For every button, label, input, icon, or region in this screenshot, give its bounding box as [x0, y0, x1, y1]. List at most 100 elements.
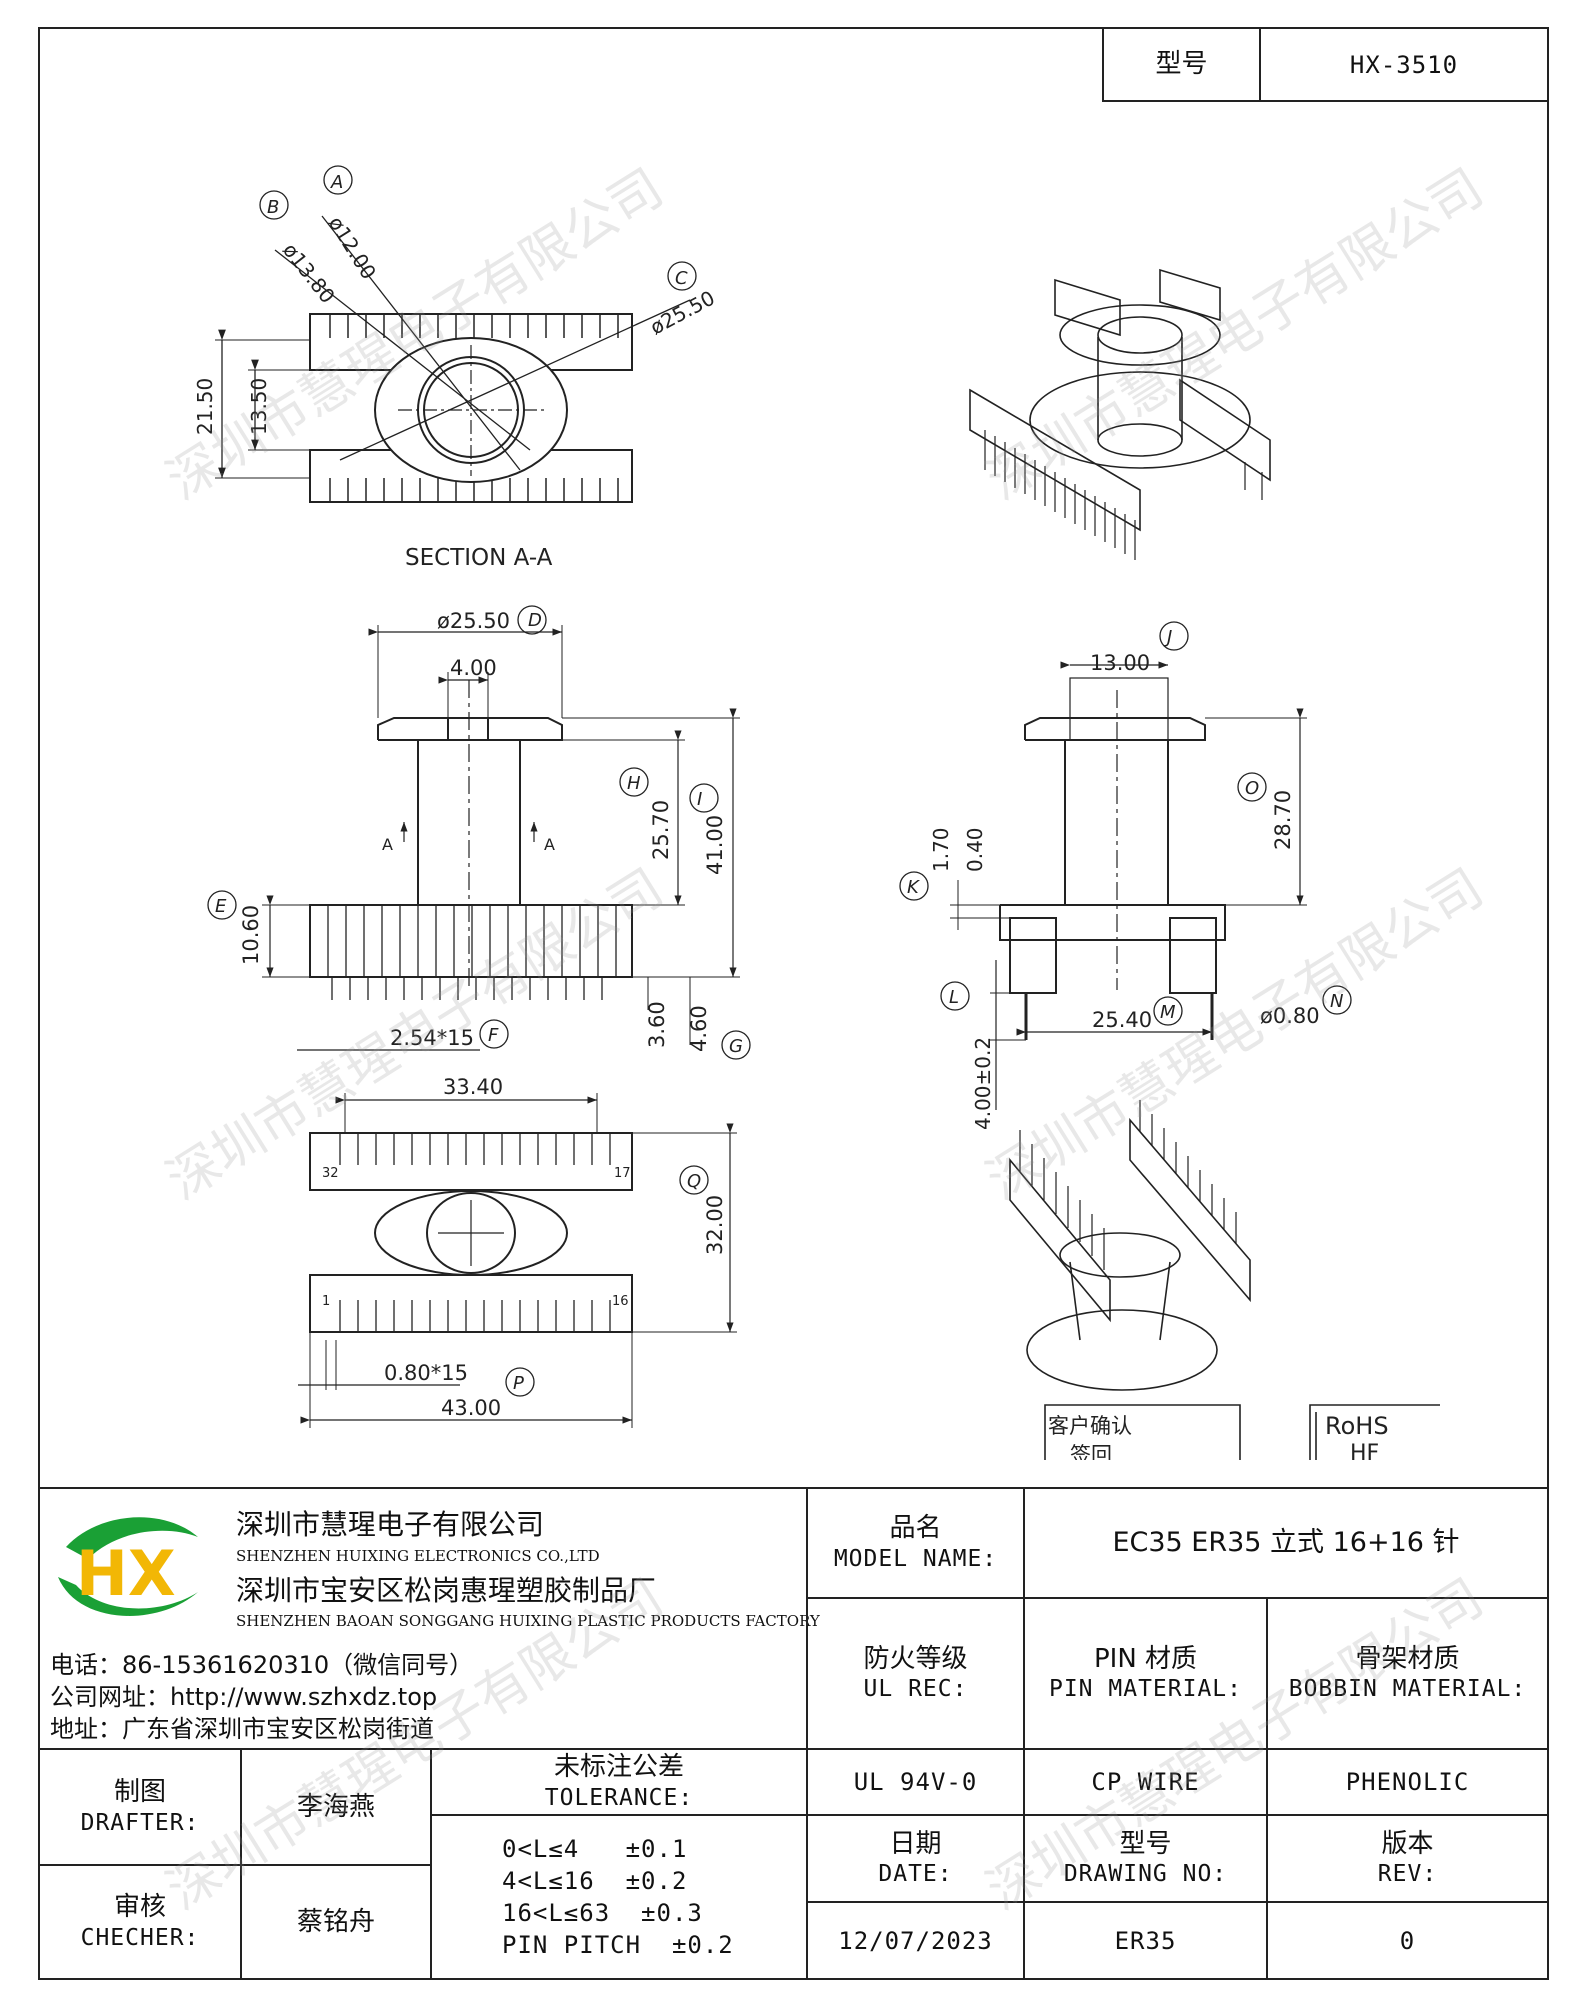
rev-en: REV:: [1377, 1861, 1438, 1888]
model-name-label-cell: 品名 MODEL NAME:: [806, 1487, 1025, 1599]
tolerance-label-cell: 未标注公差 TOLERANCE:: [430, 1748, 808, 1816]
pin-material-label-cell: PIN 材质 PIN MATERIAL:: [1023, 1597, 1268, 1750]
dim-pitch: 2.54*15: [390, 1026, 474, 1050]
drafter-name: 李海燕: [296, 1791, 375, 1822]
dim-w3340: 33.40: [443, 1075, 503, 1099]
rohs-label: RoHS: [1325, 1412, 1389, 1440]
company-website: 公司网址：http://www.szhxdz.top: [50, 1683, 438, 1711]
dim-h2870: 28.70: [1271, 790, 1295, 850]
pin-label-17: 17: [614, 1166, 631, 1181]
customer-confirm: 客户确认: [1048, 1414, 1132, 1438]
date-value-cell: 12/07/2023: [806, 1901, 1025, 1980]
drawing-no-value: ER35: [1114, 1926, 1177, 1955]
callout-h: H: [627, 773, 641, 794]
callout-k: K: [907, 877, 920, 898]
callout-p: P: [513, 1373, 524, 1394]
callout-b: B: [267, 197, 279, 218]
tolerance-line-1: 0<L≤4 ±0.1: [502, 1835, 688, 1863]
isometric-view-top: [969, 268, 1271, 560]
factory-name-cn: 深圳市宝安区松岗惠瑆塑胶制品厂: [236, 1574, 657, 1607]
side-view: [899, 621, 1352, 1110]
company-name-en: SHENZHEN HUIXING ELECTRONICS CO.,LTD: [236, 1547, 600, 1565]
factory-name-en: SHENZHEN BAOAN SONGGANG HUIXING PLASTIC …: [236, 1612, 820, 1630]
fire-rating-label-cell: 防火等级 UL REC:: [806, 1597, 1025, 1750]
dim-w1300: 13.00: [1090, 651, 1150, 675]
title-block: HX 深圳市慧瑆电子有限公司 SHENZHEN HUIXING ELECTRON…: [38, 1487, 1549, 1980]
checker-en: CHECHER:: [80, 1924, 200, 1951]
front-view: [207, 605, 751, 1060]
dim-d12: ø12.00: [324, 212, 381, 284]
dim-h1060: 10.60: [239, 905, 263, 965]
callout-d: D: [528, 610, 542, 631]
bottom-view: [298, 1093, 737, 1428]
date-en: DATE:: [878, 1861, 953, 1888]
callout-n: N: [1330, 991, 1343, 1012]
date-label-cell: 日期 DATE:: [806, 1814, 1025, 1903]
callout-l: L: [949, 987, 959, 1008]
callout-c: C: [675, 268, 688, 289]
pin-label-16: 16: [612, 1294, 629, 1309]
isometric-view-bottom: [1009, 1100, 1251, 1391]
section-a-a-view: [215, 165, 697, 503]
callout-f: F: [488, 1025, 499, 1046]
callout-a: A: [330, 172, 343, 193]
model-value-cell: HX-3510: [1259, 27, 1549, 102]
company-phone: 电话：86-15361620310（微信同号）: [50, 1651, 474, 1679]
dim-h040: 0.40: [963, 827, 987, 872]
drafter-cn: 制图: [113, 1777, 166, 1808]
callout-i: I: [697, 789, 702, 810]
bobbin-material-label-cell: 骨架材质 BOBBIN MATERIAL:: [1266, 1597, 1549, 1750]
dim-h170: 1.70: [929, 827, 953, 872]
company-logo: HX: [48, 1507, 208, 1627]
fire-rating-en: UL REC:: [863, 1676, 968, 1703]
bobbin-material-value: PHENOLIC: [1345, 1768, 1470, 1796]
bobbin-material-value-cell: PHENOLIC: [1266, 1748, 1549, 1816]
model-value: HX-3510: [1349, 50, 1459, 79]
pin-material-cn: PIN 材质: [1093, 1643, 1198, 1674]
drawing-no-cn: 型号: [1119, 1828, 1172, 1859]
model-label: 型号: [1155, 49, 1208, 80]
tolerance-cn: 未标注公差: [553, 1752, 684, 1783]
drawing-no-en: DRAWING NO:: [1063, 1861, 1228, 1888]
checker-label-cell: 审核 CHECHER:: [38, 1864, 242, 1980]
model-name-cn: 品名: [889, 1513, 942, 1544]
logo-text: HX: [76, 1537, 176, 1610]
drawing-no-value-cell: ER35: [1023, 1901, 1268, 1980]
dim-top-d2550: ø25.50: [437, 609, 510, 633]
tolerance-line-2: 4<L≤16 ±0.2: [502, 1867, 688, 1895]
tolerance-values-cell: 0<L≤4 ±0.1 4<L≤16 ±0.2 16<L≤63 ±0.3 PIN …: [430, 1814, 808, 1980]
dim-d080: ø0.80: [1260, 1004, 1320, 1028]
fire-rating-cn: 防火等级: [863, 1643, 968, 1674]
callout-o: O: [1245, 778, 1259, 799]
date-cn: 日期: [889, 1828, 942, 1859]
dim-h2150: 21.50: [193, 378, 217, 435]
dim-w4300: 43.00: [441, 1396, 501, 1420]
tolerance-en: TOLERANCE:: [544, 1784, 694, 1811]
bobbin-material-cn: 骨架材质: [1355, 1643, 1460, 1674]
dim-h400: 4.00±0.2: [971, 1037, 995, 1130]
company-name-cn: 深圳市慧瑆电子有限公司: [236, 1508, 545, 1541]
pin-material-en: PIN MATERIAL:: [1048, 1676, 1242, 1703]
drafter-label-cell: 制图 DRAFTER:: [38, 1748, 242, 1866]
arrow-a-right: A: [544, 835, 555, 854]
drawing-no-label-cell: 型号 DRAWING NO:: [1023, 1814, 1268, 1903]
rev-value: 0: [1399, 1926, 1416, 1955]
checker-name: 蔡铭舟: [296, 1906, 375, 1937]
pin-label-32: 32: [322, 1166, 339, 1181]
pin-label-1: 1: [322, 1294, 330, 1309]
pin-material-value-cell: CP WIRE: [1023, 1748, 1268, 1816]
dim-h1350: 13.50: [247, 378, 271, 435]
checker-name-cell: 蔡铭舟: [240, 1864, 432, 1980]
company-address: 地址：广东省深圳市宝安区松岗街道: [50, 1715, 434, 1743]
dim-h3200: 32.00: [703, 1195, 727, 1255]
dim-h4100: 41.00: [703, 815, 727, 875]
arrow-a-left: A: [382, 835, 393, 854]
fire-rating-value-cell: UL 94V-0: [806, 1748, 1025, 1816]
dim-h460: 4.60: [687, 1005, 711, 1052]
model-name-value: EC35 ER35 立式 16+16 针: [1112, 1527, 1460, 1559]
callout-m: M: [1160, 1002, 1176, 1023]
drafter-en: DRAFTER:: [80, 1809, 200, 1836]
dim-w2540: 25.40: [1092, 1008, 1152, 1032]
model-name-value-cell: EC35 ER35 立式 16+16 针: [1023, 1487, 1549, 1599]
rev-cn: 版本: [1381, 1828, 1434, 1859]
